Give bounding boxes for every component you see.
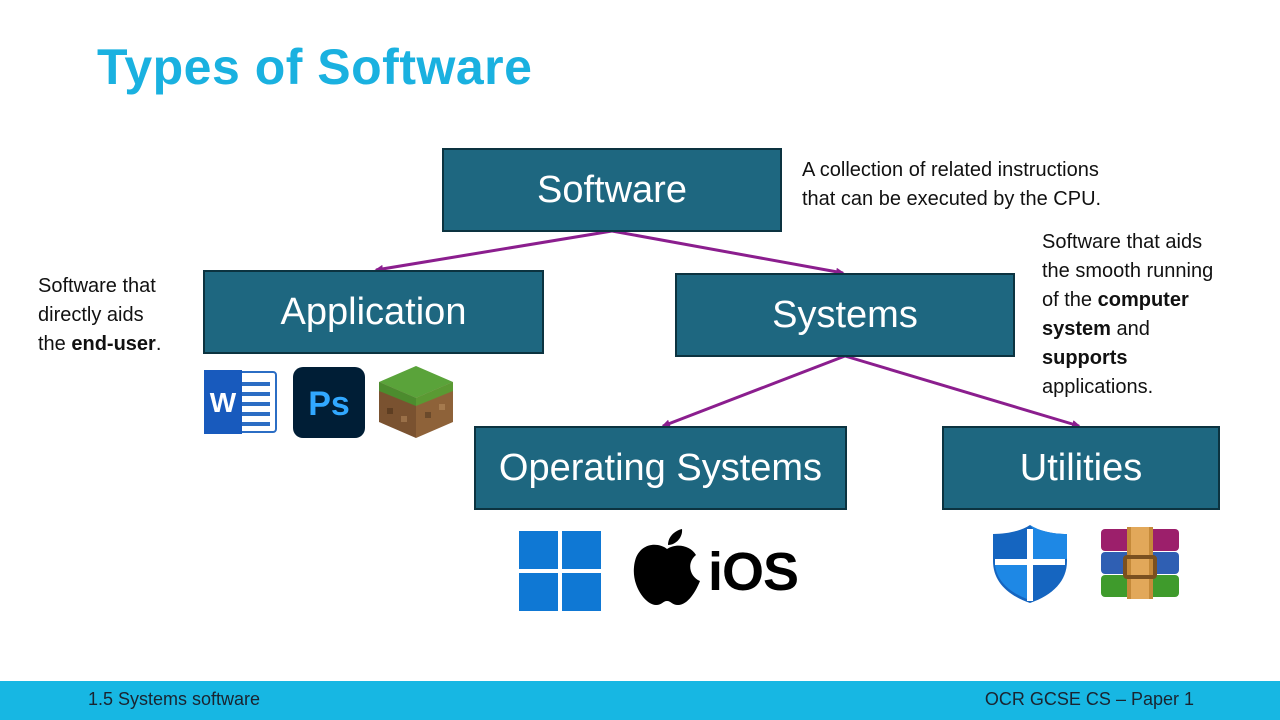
photoshop-icon-text: Ps xyxy=(308,385,350,423)
end-user-emphasis: end-user xyxy=(71,333,156,355)
defender-icon xyxy=(993,525,1067,603)
application-description-line: directly aids xyxy=(38,304,144,326)
systems-description-line: applications. xyxy=(1042,376,1154,398)
footer-bar: 1.5 Systems software OCR GCSE CS – Paper… xyxy=(0,681,1280,720)
node-software: Software xyxy=(442,148,782,232)
systems-description-line: Software that aids xyxy=(1042,231,1203,253)
application-description-line: the end-user. xyxy=(38,333,162,355)
windows-icon xyxy=(519,531,601,611)
footer-right-text: OCR GCSE CS – Paper 1 xyxy=(984,689,1194,709)
systems-description-line: the smooth running xyxy=(1042,260,1214,282)
winrar-icon xyxy=(1101,527,1179,599)
arrow-systems-to-utilities xyxy=(844,354,1081,428)
node-operating-systems: Operating Systems xyxy=(474,426,847,510)
software-description-line: A collection of related instructions xyxy=(802,159,1099,181)
systems-description-line: system and xyxy=(1042,318,1150,340)
svg-text:W: W xyxy=(210,387,237,418)
systems-description-line: supports xyxy=(1042,347,1128,369)
systems-description-line: of the computer xyxy=(1042,289,1189,311)
application-description-line: Software that xyxy=(38,275,156,297)
word-icon: W xyxy=(204,370,277,434)
software-description-line: that can be executed by the CPU. xyxy=(802,188,1102,210)
arrow-software-to-application xyxy=(374,229,613,273)
apple-icon xyxy=(633,529,700,605)
node-application: Application xyxy=(203,270,544,354)
arrow-software-to-systems xyxy=(611,229,845,276)
ios-logo-text: iOS xyxy=(708,542,799,602)
footer-left-text: 1.5 Systems software xyxy=(88,689,261,709)
node-utilities: Utilities xyxy=(942,426,1220,510)
arrow-systems-to-operating-systems xyxy=(661,354,846,428)
application-description: Software that directly aids the end-user… xyxy=(38,272,161,359)
minecraft-icon xyxy=(379,366,453,438)
software-description: A collection of related instructions tha… xyxy=(802,156,1101,214)
photoshop-icon: Ps xyxy=(293,367,365,438)
systems-description: Software that aids the smooth running of… xyxy=(1042,228,1213,402)
node-systems: Systems xyxy=(675,273,1015,357)
slide-title: Types of Software xyxy=(97,39,533,95)
